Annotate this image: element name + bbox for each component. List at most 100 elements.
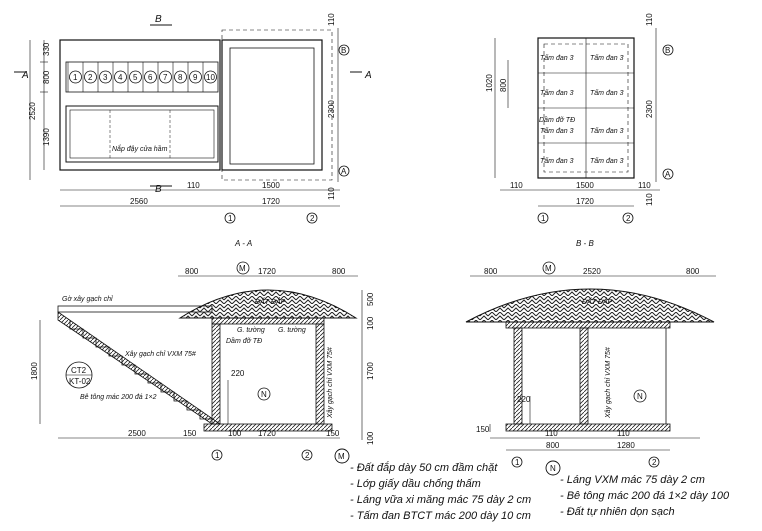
aa-stair-label: Bê tông mác 200 đá 1×2: [80, 394, 157, 401]
section-bb: B - B 800 2520 800 M ĐẤT ĐẮP Xây gạch ch…: [465, 239, 716, 468]
stair-step-number: 5: [133, 73, 138, 82]
bb-dim-110b: 110: [617, 429, 630, 438]
bb-wall-label: Xây gạch chỉ VXM 75#: [604, 347, 612, 419]
legend-m-line: - Lớp giấy dầu chống thấm: [350, 478, 481, 490]
dim-left-2: 800: [42, 70, 51, 84]
bb-dim-110a: 110: [545, 429, 558, 438]
legend-m: - Đất đắp dày 50 cm đầm chặt - Lớp giấy …: [350, 460, 531, 524]
aa-dim-220: 220: [231, 369, 245, 378]
dim-right-800: 800: [499, 78, 508, 92]
aa-dim-800b: 800: [332, 267, 346, 276]
section-bb-title: B - B: [576, 239, 594, 248]
aa-dim-150b: 150: [326, 429, 340, 438]
dim-r-1500: 1500: [576, 181, 594, 190]
dim-left-1: 330: [42, 42, 51, 56]
cut-b-bottom: B: [155, 184, 162, 195]
plan-right: Tấm đan 3 Tấm đan 3 Tấm đan 3 Tấm đan 3 Tấm …: [485, 13, 674, 224]
stair-step-circle: [84, 70, 97, 84]
stair-step-number: 7: [163, 73, 168, 82]
legend-m-marker: M: [338, 452, 345, 461]
dim-bottom: 110: [327, 187, 336, 200]
aa-marker-m: M: [239, 264, 246, 273]
axis-r-2: 2: [626, 214, 631, 223]
dim-bottom-2560: 2560: [130, 197, 148, 206]
stair-step-circle: [159, 70, 172, 84]
aa-dim-100b: 100: [366, 431, 375, 445]
axis-1: 1: [228, 214, 233, 223]
slab-label: Tấm đan 3: [540, 127, 574, 135]
slab-label: Tấm đan 3: [540, 54, 574, 62]
legend-n-line: - Bê tông mác 200 đá 1×2 dày 100: [560, 490, 730, 502]
dim-right-2300: 2300: [645, 100, 654, 118]
aa-dim-500: 500: [366, 292, 375, 306]
dim-top: 110: [327, 13, 336, 26]
aa-beam-2: G. tường: [278, 327, 306, 334]
slab-label: Tấm đan 3: [540, 89, 574, 97]
stair-steps-aa: [69, 320, 213, 420]
dim-r-110a: 110: [510, 181, 523, 190]
legend-m-line: - Tấm đan BTCT mác 200 dày 10 cm: [350, 510, 531, 522]
cut-b-top: B: [155, 14, 162, 25]
bb-dim-150: 150: [476, 425, 490, 434]
stair-step-number: 3: [103, 73, 108, 82]
beam-label-right: Dầm đỡ TĐ: [539, 115, 575, 124]
bb-axis-2: 2: [652, 458, 657, 467]
dim-right-bottom: 110: [645, 193, 654, 206]
stair-step-circle: [114, 70, 127, 84]
stair-step-circle: [174, 70, 187, 84]
axis-2: 2: [310, 214, 315, 223]
bb-marker-m: M: [545, 264, 552, 273]
stair-step-circle: [129, 70, 142, 84]
bb-dim-1280: 1280: [617, 441, 635, 450]
stair-step-circle: [99, 70, 112, 84]
aa-dim-1700: 1700: [366, 362, 375, 380]
dim-total-left: 2520: [28, 102, 37, 120]
slab-label: Tấm đan 3: [590, 54, 624, 62]
slab-label: Tấm đan 3: [590, 157, 624, 165]
stair-step-number: 9: [193, 73, 198, 82]
aa-brick-top: Gờ xây gạch chỉ: [62, 295, 114, 303]
aa-axis-2: 2: [305, 451, 310, 460]
aa-dim-1800: 1800: [30, 362, 39, 380]
stair-step-number: 2: [88, 73, 93, 82]
bb-dim-800a: 800: [484, 267, 498, 276]
stair-step-circle: [144, 70, 157, 84]
aa-dim-150a: 150: [183, 429, 197, 438]
hatch-cover-label: Nắp đậy cửa hầm: [112, 144, 168, 153]
legend-n-marker: N: [550, 464, 556, 473]
bb-dim-800: 800: [546, 441, 560, 450]
dim-left-3: 1390: [42, 128, 51, 146]
dim-bottom-1500: 1500: [262, 181, 280, 190]
aa-dim-800a: 800: [185, 267, 199, 276]
cut-a-right: A: [364, 70, 372, 81]
stair-step-number: 6: [148, 73, 153, 82]
dim-r-110b: 110: [638, 181, 651, 190]
legend-n-line: - Láng VXM mác 75 dày 2 cm: [560, 474, 705, 486]
section-aa: A - A 800 1720 800 M ĐẤT ĐẮP Gờ xây gạch…: [30, 239, 375, 461]
dim-bottom-110: 110: [187, 181, 200, 190]
aa-dim-100: 100: [228, 429, 242, 438]
axis-r-b: B: [665, 46, 670, 55]
slab-label: Tấm đan 3: [590, 127, 624, 135]
slab-label: Tấm đan 3: [590, 89, 624, 97]
legend-m-line: - Đất đắp dày 50 cm đầm chặt: [350, 462, 498, 474]
bb-dim-220: 220: [517, 395, 531, 404]
aa-dim-1720: 1720: [258, 267, 276, 276]
aa-wall-label: Xây gạch chỉ VXM 75#: [124, 350, 196, 358]
aa-callout-2: KT-02: [69, 377, 91, 386]
axis-r-a: A: [665, 170, 671, 179]
section-aa-title: A - A: [234, 239, 252, 248]
aa-beam-3: Dầm đỡ TĐ: [226, 336, 262, 345]
aa-axis-1: 1: [215, 451, 220, 460]
bb-marker-n: N: [637, 392, 643, 401]
bb-earth-label: ĐẤT ĐẮP: [582, 297, 613, 306]
dim-right-top: 110: [645, 13, 654, 26]
stair-step-number: 8: [178, 73, 183, 82]
aa-callout-1: CT2: [71, 366, 87, 375]
dim-right: 2300: [327, 100, 336, 118]
dim-right-1020: 1020: [485, 74, 494, 92]
stair-step-number: 10: [206, 73, 215, 82]
dim-r-1720: 1720: [576, 197, 594, 206]
